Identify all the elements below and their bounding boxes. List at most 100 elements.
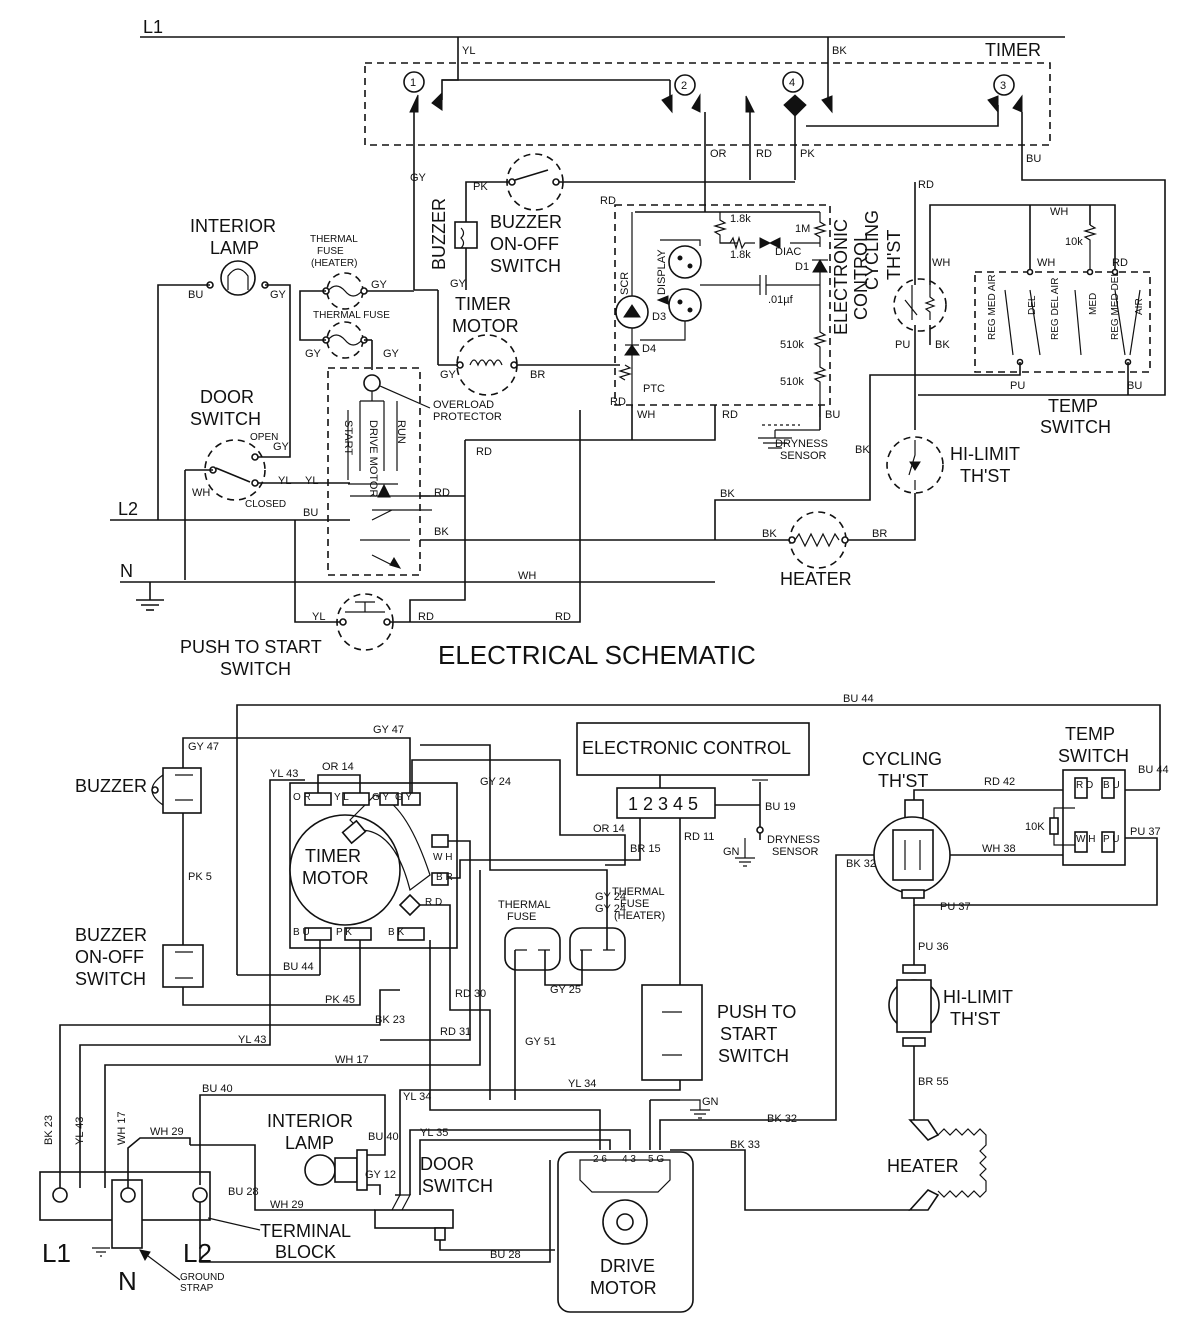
svg-text:TEMP: TEMP <box>1065 724 1115 744</box>
terminal-block-component: TERMINAL BLOCK L1 L2 N GROUND STRAP <box>42 1179 351 1296</box>
svg-text:ON-OFF: ON-OFF <box>75 947 144 967</box>
svg-text:YL 34: YL 34 <box>568 1078 596 1090</box>
svg-text:PU 37: PU 37 <box>940 901 971 913</box>
svg-text:SWITCH: SWITCH <box>718 1046 789 1066</box>
svg-text:WH: WH <box>1050 206 1068 218</box>
svg-text:GY 12: GY 12 <box>365 1169 396 1181</box>
svg-text:BU 44: BU 44 <box>1138 764 1169 776</box>
svg-text:BUZZER: BUZZER <box>429 198 449 270</box>
svg-text:LAMP: LAMP <box>285 1133 334 1153</box>
svg-text:BR: BR <box>530 369 545 381</box>
svg-text:DRYNESS: DRYNESS <box>767 834 820 846</box>
svg-text:2 6: 2 6 <box>593 1154 607 1165</box>
svg-text:RD: RD <box>756 148 772 160</box>
svg-text:510k: 510k <box>780 339 804 351</box>
svg-text:RD: RD <box>434 487 450 499</box>
svg-text:GY: GY <box>440 369 457 381</box>
svg-text:SCR: SCR <box>619 272 631 295</box>
svg-text:BU 44: BU 44 <box>283 961 314 973</box>
svg-text:PU 37: PU 37 <box>1130 826 1161 838</box>
push-to-start-component: PUSH TO START SWITCH <box>641 984 796 1081</box>
svg-text:TH'ST: TH'ST <box>950 1009 1000 1029</box>
thermal-fuse: THERMAL FUSE <box>313 310 390 359</box>
svg-text:PK: PK <box>800 148 815 160</box>
svg-text:DIAC: DIAC <box>775 246 801 258</box>
timer-box <box>364 62 1051 146</box>
svg-text:MOTOR: MOTOR <box>590 1278 657 1298</box>
svg-text:SWITCH: SWITCH <box>220 659 291 679</box>
interior-lamp: INTERIOR LAMP <box>190 216 276 296</box>
wiring-harness-diagram: BU 44 BUZZER GY 47 PK 5 BUZZER ON-OFF SW… <box>39 693 1169 1313</box>
timer-motor-component: TIMER MOTOR O R Y L G Y G Y W H B R R D … <box>289 792 453 941</box>
electrical-schematic: L1 YL BK TIMER 1 2 4 3 <box>110 17 1166 679</box>
svg-text:PU: PU <box>895 339 910 351</box>
svg-text:YL 43: YL 43 <box>74 1117 86 1145</box>
svg-text:GY: GY <box>371 279 388 291</box>
svg-text:WH 29: WH 29 <box>270 1199 304 1211</box>
svg-text:YL: YL <box>312 611 325 623</box>
svg-text:BUZZER: BUZZER <box>75 925 147 945</box>
timer-terminal-1: 1 <box>403 71 425 93</box>
svg-text:YL: YL <box>278 475 291 487</box>
svg-text:D3: D3 <box>652 311 666 323</box>
push-to-start-switch: PUSH TO START SWITCH <box>180 593 394 679</box>
dryness-sensor-component: BU 19 DRYNESS SENSOR GN <box>715 779 820 867</box>
svg-text:(HEATER): (HEATER) <box>311 258 357 269</box>
svg-text:TH'ST: TH'ST <box>884 230 904 280</box>
svg-text:INTERIOR: INTERIOR <box>190 216 276 236</box>
svg-text:RD: RD <box>600 195 616 207</box>
svg-text:DOOR: DOOR <box>200 387 254 407</box>
svg-text:MED: MED <box>1088 293 1099 315</box>
svg-text:CLOSED: CLOSED <box>245 499 286 510</box>
svg-text:GY 47: GY 47 <box>188 741 219 753</box>
svg-text:WH: WH <box>637 409 655 421</box>
svg-text:BU: BU <box>188 289 203 301</box>
svg-text:BU 40: BU 40 <box>368 1131 399 1143</box>
svg-text:SWITCH: SWITCH <box>190 409 261 429</box>
svg-text:BK: BK <box>855 444 870 456</box>
svg-text:BU: BU <box>1127 380 1142 392</box>
svg-text:SWITCH: SWITCH <box>422 1176 493 1196</box>
svg-text:BK: BK <box>434 526 449 538</box>
svg-text:GY: GY <box>270 289 287 301</box>
svg-text:BK 33: BK 33 <box>730 1139 760 1151</box>
svg-text:1: 1 <box>410 77 416 89</box>
svg-text:THERMAL FUSE: THERMAL FUSE <box>313 310 390 321</box>
svg-text:(HEATER): (HEATER) <box>614 910 665 922</box>
svg-text:STRAP: STRAP <box>180 1283 214 1294</box>
temp-switch-box <box>974 271 1151 373</box>
hi-limit-thermostat: HI-LIMIT TH'ST <box>886 436 1020 494</box>
svg-text:GY: GY <box>450 278 467 290</box>
svg-text:SWITCH: SWITCH <box>490 256 561 276</box>
svg-text:P K: P K <box>336 927 352 938</box>
interior-lamp-component: INTERIOR LAMP <box>267 1111 368 1191</box>
svg-text:TERMINAL: TERMINAL <box>260 1221 351 1241</box>
svg-text:BK 23: BK 23 <box>43 1115 55 1145</box>
svg-text:1M: 1M <box>795 223 810 235</box>
svg-text:INTERIOR: INTERIOR <box>267 1111 353 1131</box>
temp-switch: TEMP SWITCH 10k WH RD REG MED AIR DEL RE… <box>987 205 1145 437</box>
svg-text:LAMP: LAMP <box>210 238 259 258</box>
electronic-control: ELECTRONIC CONTROL 1.8k 1.8k DIAC 1M D1 … <box>615 200 871 417</box>
svg-text:OVERLOAD: OVERLOAD <box>433 399 494 411</box>
svg-text:MOTOR: MOTOR <box>452 316 519 336</box>
svg-text:YL 43: YL 43 <box>238 1034 266 1046</box>
svg-text:D1: D1 <box>795 261 809 273</box>
temp-switch-component: TEMP SWITCH R D B U W H P U 10K <box>1025 724 1129 866</box>
svg-text:GY 24: GY 24 <box>595 891 626 903</box>
svg-text:TEMP: TEMP <box>1048 396 1098 416</box>
drive-motor-box <box>327 367 421 576</box>
svg-text:BR 55: BR 55 <box>918 1076 949 1088</box>
svg-text:BLOCK: BLOCK <box>275 1242 336 1262</box>
svg-text:B R: B R <box>436 872 453 883</box>
svg-text:RD: RD <box>722 409 738 421</box>
timer-terminal-3: 3 <box>993 74 1015 96</box>
buzzer: BUZZER <box>429 198 478 270</box>
svg-text:G Y: G Y <box>395 792 412 803</box>
svg-text:BUZZER: BUZZER <box>490 212 562 232</box>
svg-text:BU: BU <box>825 409 840 421</box>
svg-text:4: 4 <box>789 77 795 89</box>
cycling-thermostat: CYCLING TH'ST <box>862 210 947 332</box>
svg-text:PTC: PTC <box>643 383 665 395</box>
door-switch: DOOR SWITCH OPEN CLOSED <box>190 387 286 510</box>
